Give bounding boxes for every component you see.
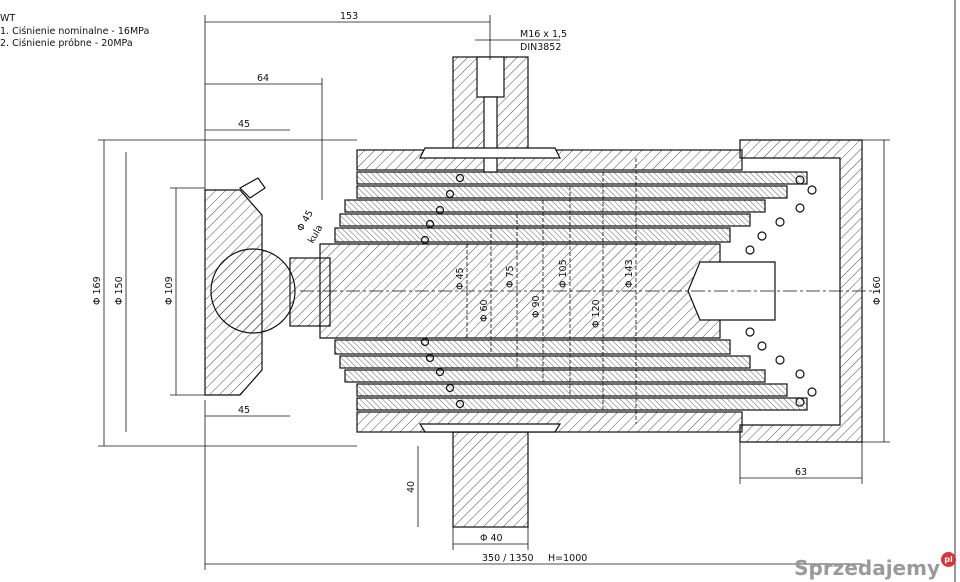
dim-diameter-169: Φ 169 (92, 276, 103, 305)
dim-diameter-45: Φ 45 (455, 267, 466, 290)
technical-notes: WT 1. Ciśnienie nominalne - 16MPa 2. Ciś… (0, 13, 149, 51)
dim-diameter-143: Φ 143 (624, 259, 635, 288)
dim-153: 153 (340, 11, 358, 22)
dim-diameter-120: Φ 120 (591, 299, 602, 328)
dim-diameter-109: Φ 109 (164, 276, 175, 305)
dimension-lines (98, 15, 890, 570)
dim-diameter-105: Φ 105 (558, 259, 569, 288)
dim-63: 63 (795, 467, 807, 478)
ball-head-mount (204, 177, 331, 396)
cylinder-body (319, 139, 863, 443)
dim-45-bottom: 45 (238, 405, 250, 416)
watermark-text: Sprzedajemy (794, 556, 940, 580)
dim-ball-note: kula (306, 223, 325, 246)
dim-64: 64 (257, 73, 269, 84)
note-nominal-pressure: 1. Ciśnienie nominalne - 16MPa (0, 25, 150, 37)
trunnion-top (419, 56, 561, 173)
dim-diameter-150: Φ 150 (114, 276, 125, 305)
dim-diameter-160: Φ 160 (872, 276, 883, 305)
dim-thread-standard: DIN3852 (520, 42, 561, 53)
notes-header: WT (0, 13, 16, 24)
trunnion-bottom (418, 423, 562, 528)
dim-40: 40 (406, 481, 417, 493)
dim-thread: M16 x 1,5 (520, 29, 567, 40)
watermark-badge: pl (941, 551, 956, 567)
dim-height: H=1000 (548, 553, 587, 564)
dim-diameter-40: Φ 40 (480, 533, 503, 544)
dim-45-top: 45 (238, 119, 250, 130)
note-test-pressure: 2. Ciśnienie próbne - 20MPa (0, 38, 133, 49)
dim-diameter-75: Φ 75 (505, 265, 516, 288)
dim-stroke: 350 / 1350 (482, 553, 534, 564)
dim-diameter-60: Φ 60 (479, 299, 490, 322)
dim-diameter-90: Φ 90 (531, 295, 542, 318)
